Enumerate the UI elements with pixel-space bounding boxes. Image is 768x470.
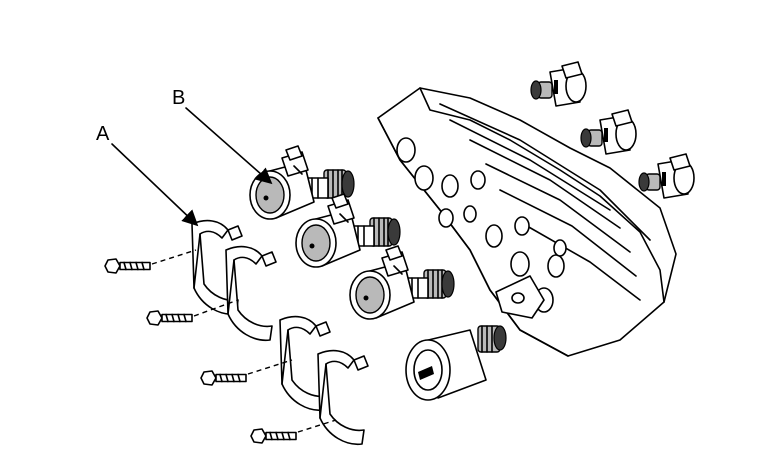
solenoid-round [405, 325, 507, 401]
bolt-4 [250, 419, 337, 444]
pressure-switch-1 [530, 61, 587, 107]
bolt-2 [146, 299, 239, 326]
retainer-2 [225, 245, 277, 342]
callout-label-a: A [96, 123, 110, 145]
bolt-3 [200, 359, 293, 386]
bolt-1 [104, 249, 197, 274]
callout-label-b: B [172, 87, 185, 109]
pressure-switch-2 [580, 109, 637, 155]
callout-b-leader [185, 107, 273, 185]
pressure-switch-3 [638, 153, 695, 199]
retainer-4 [317, 349, 369, 446]
solenoid-middle [295, 193, 401, 268]
callout-a-leader [111, 143, 199, 227]
solenoid-lower [349, 245, 455, 320]
valve-body [377, 87, 677, 357]
